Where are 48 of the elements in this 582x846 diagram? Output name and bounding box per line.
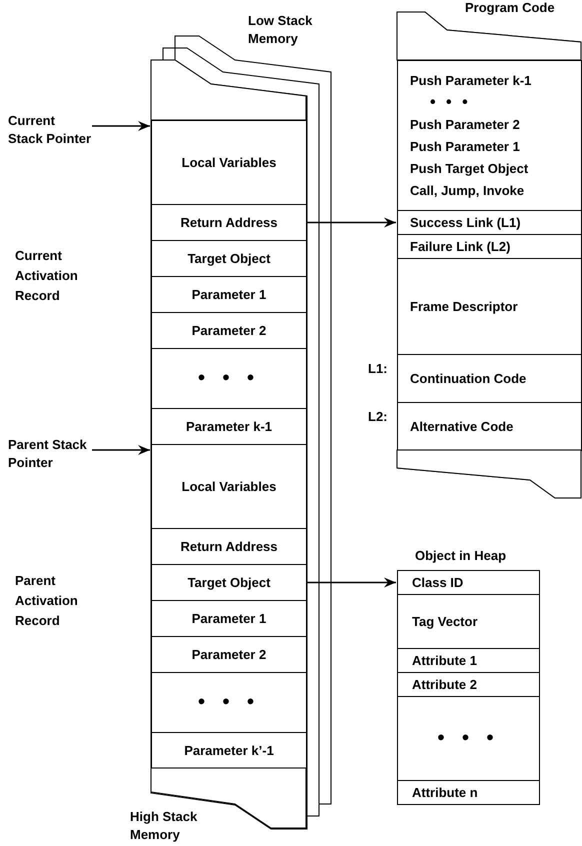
memory-cell: Frame Descriptor (397, 258, 582, 355)
side-label: L2: (368, 408, 388, 426)
pointer-label: Parent Stack Pointer (8, 436, 92, 472)
memory-cell: Parameter k’-1 (151, 732, 307, 769)
memory-cell: Attribute 1 (397, 648, 540, 673)
memory-cell: Attribute n (397, 780, 540, 805)
memory-cell: Tag Vector (397, 594, 540, 649)
record-label: Current Activation Record (15, 247, 79, 305)
code-line: Call, Jump, Invoke (410, 182, 524, 200)
memory-cell: Local Variables (151, 444, 307, 529)
code-line: Push Parameter 1 (410, 138, 520, 156)
memory-cell: Target Object (151, 564, 307, 601)
code-column (397, 0, 582, 500)
arrow (307, 578, 396, 588)
section-heading: Program Code (465, 0, 555, 16)
memory-cell: Attribute 2 (397, 672, 540, 697)
memory-cell: • • • (397, 696, 540, 781)
record-label: Parent Activation Record (15, 572, 79, 630)
memory-cell: Parameter k-1 (151, 408, 307, 445)
side-label: Low Stack Memory (248, 12, 314, 48)
memory-cell: Return Address (151, 204, 307, 241)
code-line: Push Parameter k-1 (410, 72, 532, 90)
memory-cell: Failure Link (L2) (397, 234, 582, 259)
memory-cell: Target Object (151, 240, 307, 277)
memory-cell: Parameter 2 (151, 636, 307, 673)
arrow (92, 445, 150, 455)
code-line: • • • (429, 92, 471, 112)
memory-cell: • • • (151, 348, 307, 409)
arrow (307, 218, 396, 228)
memory-cell: Parameter 1 (151, 276, 307, 313)
memory-cell: Success Link (L1) (397, 210, 582, 235)
section-heading: Object in Heap (415, 548, 506, 564)
memory-cell: Alternative Code (397, 402, 582, 451)
memory-cell: Continuation Code (397, 354, 582, 403)
memory-cell (397, 450, 582, 499)
memory-cell: Parameter 1 (151, 600, 307, 637)
memory-cell: Local Variables (151, 120, 307, 205)
pointer-label: Current Stack Pointer (8, 112, 92, 148)
memory-cell: Class ID (397, 570, 540, 595)
memory-cell: • • • (151, 672, 307, 733)
arrow (92, 121, 150, 131)
memory-cell (151, 60, 307, 121)
side-label: L1: (368, 360, 388, 378)
code-line: Push Target Object (410, 160, 528, 178)
memory-cell: Return Address (151, 528, 307, 565)
side-label: High Stack Memory (130, 808, 198, 844)
memory-cell: Parameter 2 (151, 312, 307, 349)
code-line: Push Parameter 2 (410, 116, 520, 134)
